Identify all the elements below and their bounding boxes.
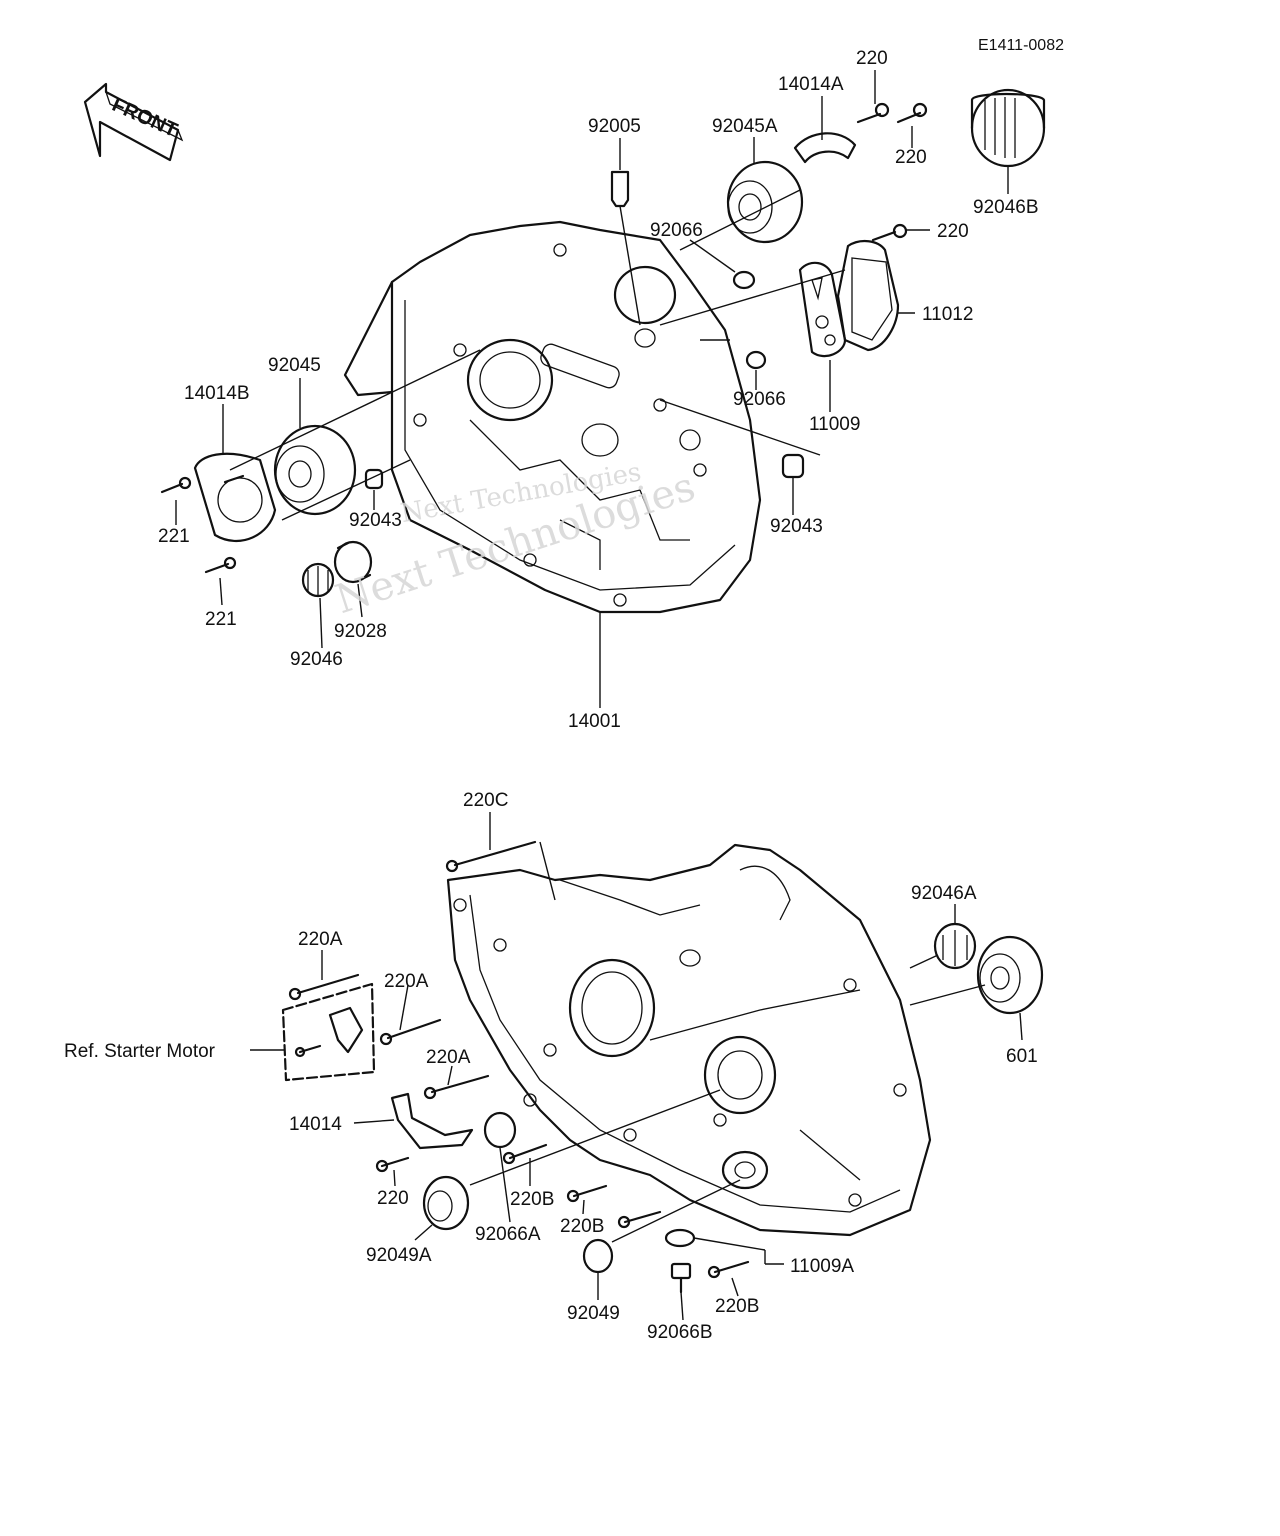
label-92066A: 92066A (475, 1224, 541, 1245)
label-220C: 220C (463, 790, 508, 811)
front-label: FRONT (109, 94, 181, 142)
watermark: Next Technologies Next Technologies (330, 457, 701, 623)
label-221-a: 221 (158, 526, 190, 547)
label-14014: 14014 (289, 1114, 342, 1135)
lower-crankcase-half (446, 843, 932, 1237)
label-220A-2: 220A (384, 971, 429, 992)
diagram-code: E1411-0082 (978, 37, 1064, 54)
label-220-low: 220 (377, 1188, 409, 1209)
label-220B-2: 220B (560, 1216, 604, 1237)
label-11009A: 11009A (790, 1256, 854, 1277)
label-92066-mid: 92066 (733, 389, 786, 410)
label-92028: 92028 (334, 621, 387, 642)
label-14001: 14001 (568, 711, 621, 732)
label-92046: 92046 (290, 649, 343, 670)
label-92045A: 92045A (712, 116, 778, 137)
label-92043-right: 92043 (770, 516, 823, 537)
label-601: 601 (1006, 1046, 1038, 1067)
label-92005: 92005 (588, 116, 641, 137)
label-92043-left: 92043 (349, 510, 402, 531)
label-92049: 92049 (567, 1303, 620, 1324)
label-11009: 11009 (809, 414, 860, 435)
label-220-top2: 220 (895, 147, 927, 168)
label-220B-1: 220B (510, 1189, 554, 1210)
part-labels: 92005 92045A 14014A 220 220 92046B 220 9… (64, 48, 1039, 1343)
label-221-b: 221 (205, 609, 237, 630)
ref-starter-motor-label: Ref. Starter Motor (64, 1041, 216, 1062)
label-92045: 92045 (268, 355, 321, 376)
label-220A-3: 220A (426, 1047, 471, 1068)
upper-crankcase-half (343, 220, 762, 614)
label-220-right: 220 (937, 221, 969, 242)
label-220-top1: 220 (856, 48, 888, 69)
label-220A-1: 220A (298, 929, 343, 950)
upper-leader-lines (175, 70, 1009, 708)
label-92049A: 92049A (366, 1245, 432, 1266)
lower-small-parts (281, 840, 1044, 1294)
label-14014B: 14014B (184, 383, 250, 404)
needle-bearing-92046B (970, 88, 1046, 168)
lower-leader-lines (250, 812, 1023, 1321)
starter-motor-ref-box (281, 982, 376, 1082)
label-92046A: 92046A (911, 883, 977, 904)
label-92046B: 92046B (973, 197, 1039, 218)
label-220B-3: 220B (715, 1296, 759, 1317)
front-arrow-icon: FRONT (83, 82, 184, 162)
label-92066-top: 92066 (650, 220, 703, 241)
label-11012: 11012 (922, 304, 973, 325)
label-14014A: 14014A (778, 74, 844, 95)
label-92066B: 92066B (647, 1322, 713, 1343)
